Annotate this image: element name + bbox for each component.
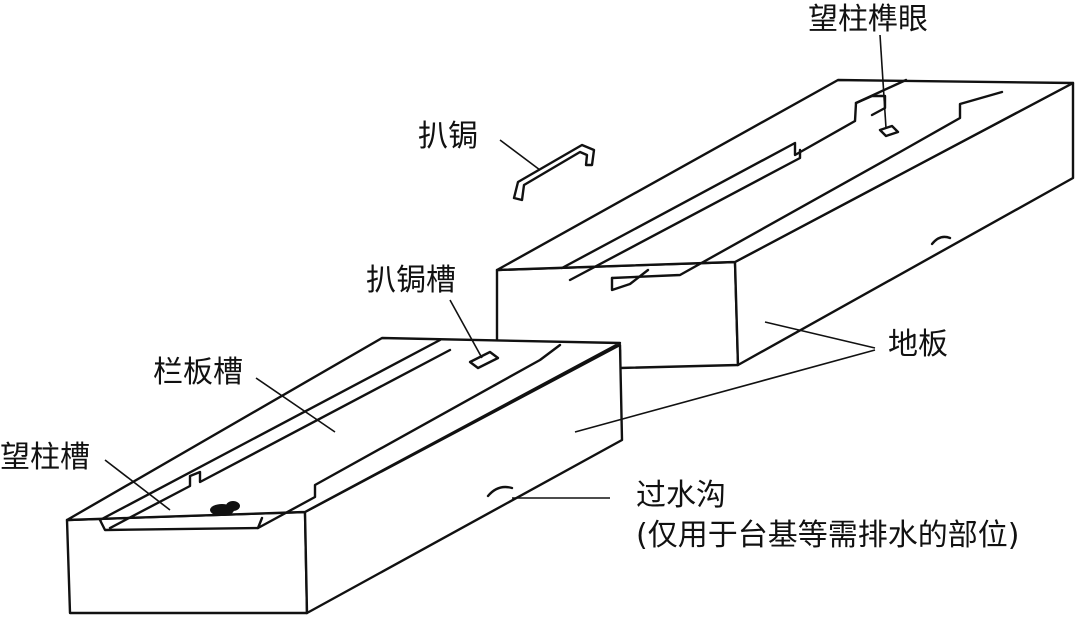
leader-post-groove — [104, 459, 171, 511]
back-slab-rail-groove-right — [610, 90, 1004, 280]
back-slab-cramp-notch — [610, 268, 650, 292]
cramp-iron — [512, 143, 596, 202]
front-slab-rail-groove-left — [98, 338, 442, 522]
front-slab-front-notch — [98, 516, 264, 532]
label-drain-note: (仅用于台基等需排水的部位) — [636, 518, 1020, 553]
leader-cramp — [499, 139, 541, 171]
leader-floor-slab-back — [764, 321, 876, 349]
cramp-body — [512, 143, 596, 202]
post-mortise-hole — [878, 124, 900, 138]
label-cramp: 扒锔 — [418, 119, 478, 154]
front-slab-rail-groove-inner — [108, 348, 452, 530]
back-floor-slab — [495, 78, 1075, 370]
front-slab-drain-notch — [486, 485, 514, 498]
label-cramp-slot: 扒锔槽 — [366, 263, 456, 298]
label-floor-slab: 地板 — [888, 327, 948, 362]
leader-post-mortise — [879, 34, 887, 129]
label-rail-groove: 栏板槽 — [153, 355, 243, 390]
post-groove-mark-2 — [226, 501, 240, 511]
label-post-mortise: 望柱榫眼 — [808, 2, 928, 37]
back-slab-end-notch — [854, 94, 887, 117]
leader-cramp-slot — [449, 299, 483, 359]
back-slab-drain-notch — [930, 235, 952, 246]
label-drain-title: 过水沟 — [636, 478, 726, 513]
label-post-groove: 望柱槽 — [0, 440, 90, 475]
leader-floor-slab-front — [574, 349, 876, 433]
front-slab-rail-groove-right — [256, 343, 562, 530]
cramp-slot-recess — [468, 350, 500, 370]
front-floor-slab — [65, 336, 624, 615]
back-slab-top-face — [495, 78, 1075, 272]
leader-rail-groove — [255, 377, 336, 433]
back-slab-rail-groove-inner — [568, 148, 802, 282]
